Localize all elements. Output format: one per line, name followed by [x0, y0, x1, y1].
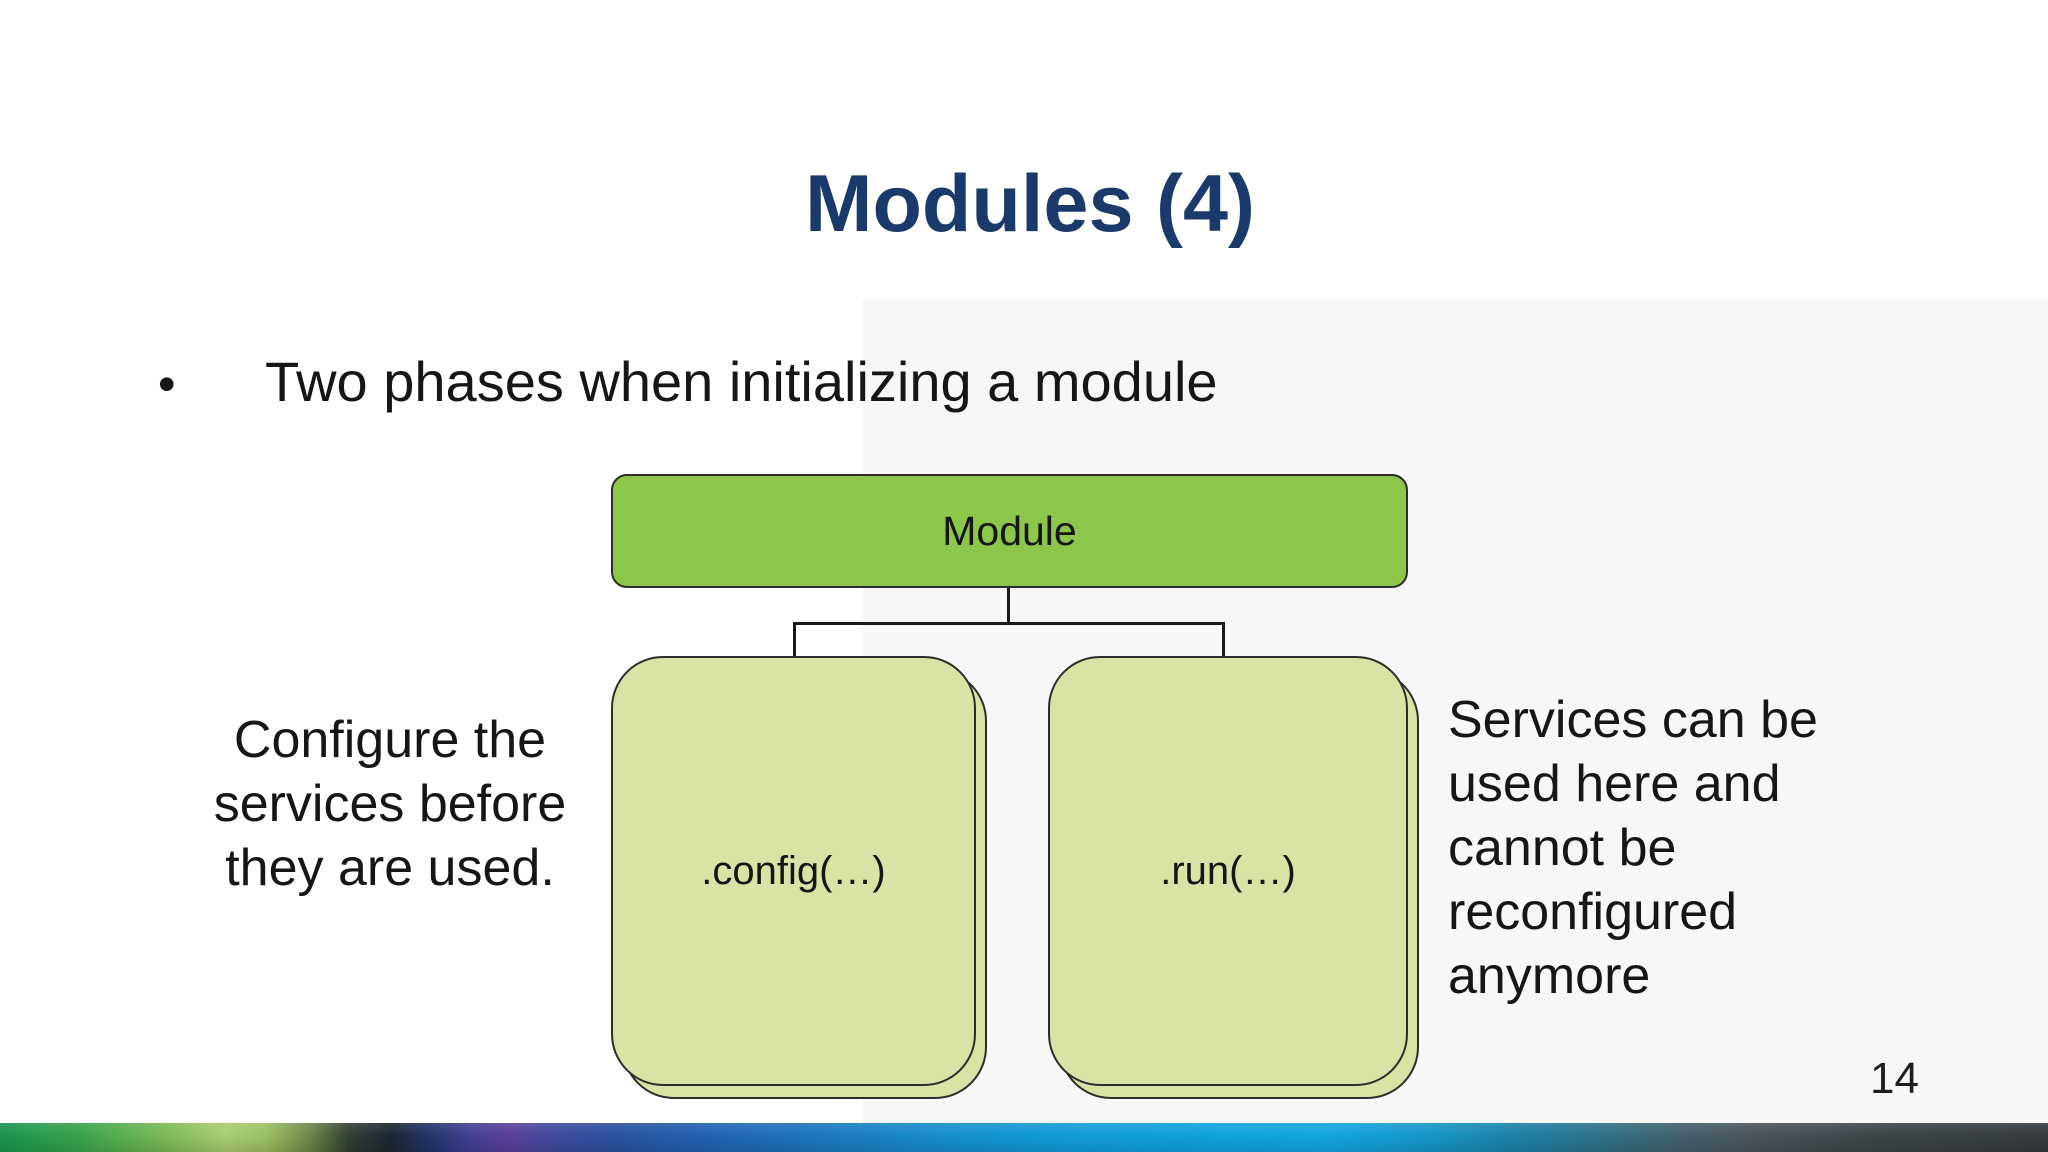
connector-horizontal [793, 622, 1225, 625]
right-caption-line: anymore [1448, 947, 1651, 1005]
left-caption-line: Configure the [233, 711, 547, 769]
right-caption-line: Services can be [1448, 691, 1818, 749]
config-box: .config(…) [611, 656, 976, 1086]
right-caption-line: used here and [1448, 755, 1781, 813]
bullet-item: • Two phases when initializing a module [158, 348, 1218, 418]
connector-drop-right [1222, 622, 1225, 658]
connector-drop-left [793, 622, 796, 658]
bullet-marker: • [158, 356, 176, 412]
right-caption: Services can be used here and cannot be … [1448, 688, 1878, 1008]
module-label: Module [942, 507, 1077, 554]
slide-title: Modules (4) [804, 159, 1255, 249]
run-box: .run(…) [1048, 656, 1408, 1086]
run-label: .run(…) [1160, 848, 1296, 893]
bottom-band [0, 1123, 2048, 1152]
left-caption: Configure the services before they are u… [175, 708, 605, 900]
config-label: .config(…) [701, 848, 886, 893]
connector-module-stub [1007, 586, 1010, 624]
bullet-text: Two phases when initializing a module [265, 350, 1218, 413]
right-caption-line: reconfigured [1448, 883, 1738, 941]
right-caption-line: cannot be [1448, 819, 1677, 877]
module-box: Module [611, 474, 1408, 588]
page-number: 14 [1870, 1054, 1919, 1103]
left-caption-line: services before [213, 775, 567, 833]
left-caption-line: they are used. [225, 839, 555, 897]
